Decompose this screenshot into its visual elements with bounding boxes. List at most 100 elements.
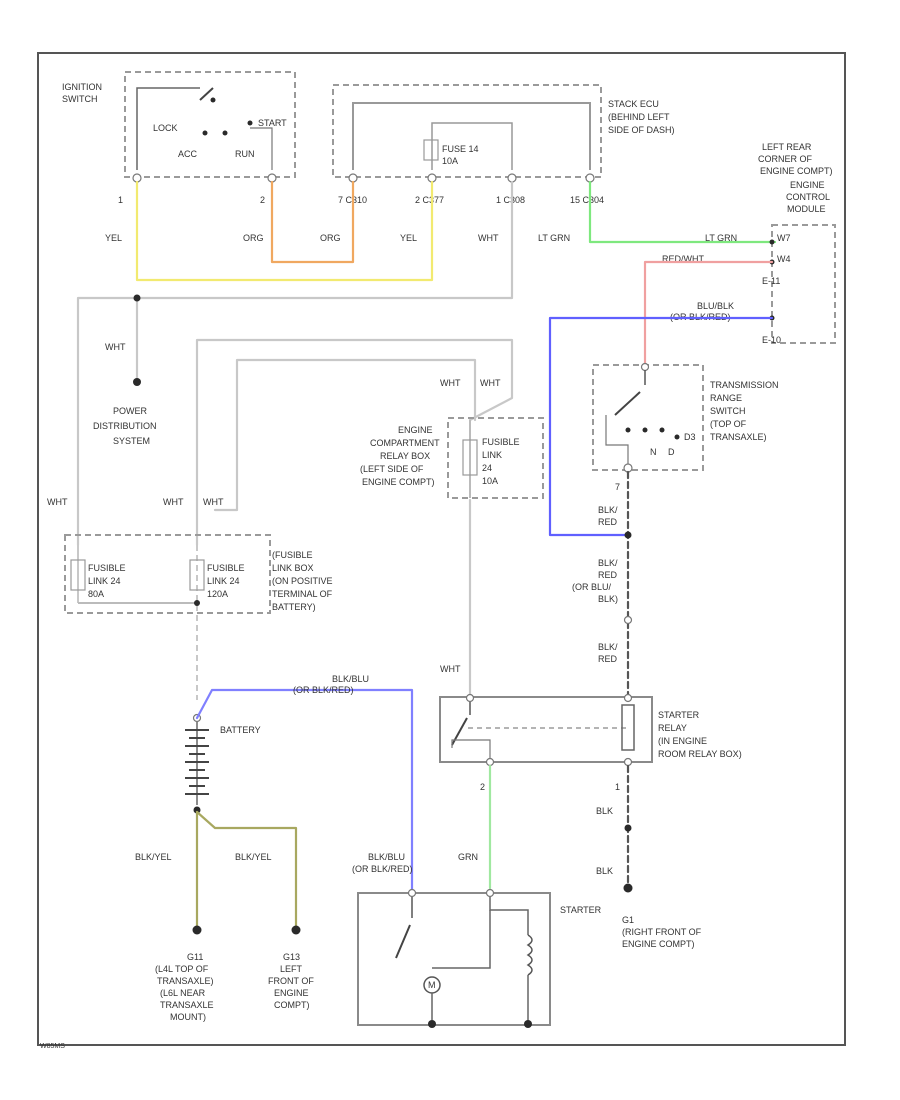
wire-blkyel-label-2: BLK/YEL [235, 852, 272, 862]
ecrb-label-2: COMPARTMENT [370, 438, 440, 448]
wire-wht-top [76, 180, 514, 547]
tr-label-3: SWITCH [710, 406, 746, 416]
tr-label-4: (TOP OF [710, 419, 747, 429]
ecm-label-3: ENGINE COMPT) [760, 166, 833, 176]
ignition-lock: LOCK [153, 123, 178, 133]
ignition-title-1: IGNITION [62, 82, 102, 92]
wire-blkblu-1: BLK/BLU [332, 674, 369, 684]
g11-label-5: TRANSAXLE [160, 1000, 214, 1010]
wire-blkred-3b: RED [598, 654, 618, 664]
fuse14-label-1: FUSE 14 [442, 144, 479, 154]
wire-wht-b [213, 358, 477, 512]
ignition-title-2: SWITCH [62, 94, 98, 104]
ecrb-fl-4: 10A [482, 476, 498, 486]
tr-d: D [668, 447, 675, 457]
flb-label-3: (ON POSITIVE [272, 576, 333, 586]
g13-label-1: G13 [283, 952, 300, 962]
ecrb-label-1: ENGINE [398, 425, 433, 435]
ecm-w1: LT GRN [705, 233, 737, 243]
wire-org-label-2: ORG [320, 233, 341, 243]
ignition-start: START [258, 118, 287, 128]
flb-a1: FUSIBLE [88, 563, 126, 573]
ecrb-fl-1: FUSIBLE [482, 437, 520, 447]
stack-label-1: STACK ECU [608, 99, 659, 109]
tr-n: N [650, 447, 657, 457]
ecm-label-2: CORNER OF [758, 154, 813, 164]
ignition-run: RUN [235, 149, 255, 159]
starter: M STARTER [357, 888, 602, 1028]
wire-wht-pd-label: WHT [105, 342, 126, 352]
ignition-pin-1: 1 [118, 195, 123, 205]
starter-label: STARTER [560, 905, 602, 915]
wire-yel-label-2: YEL [400, 233, 417, 243]
ecm-e11: E-11 [762, 276, 780, 286]
wire-blublk [548, 316, 774, 537]
ecm-label-5: CONTROL [786, 192, 830, 202]
wire-grn-label: GRN [458, 852, 478, 862]
engine-control-module: LEFT REAR CORNER OF ENGINE COMPT) ENGINE… [662, 142, 836, 345]
pin-c308: 1 C308 [496, 195, 525, 205]
g1-label-1: G1 [622, 915, 634, 925]
g13-label-3: FRONT OF [268, 976, 314, 986]
relay-label-3: (IN ENGINE [658, 736, 707, 746]
pds-label-2: DISTRIBUTION [93, 421, 157, 431]
wire-blkyel-2 [195, 810, 298, 930]
pds-label-3: SYSTEM [113, 436, 150, 446]
wire-ltgrn [588, 180, 777, 244]
wire-blkred-2b: RED [598, 570, 618, 580]
g13-label-4: ENGINE [274, 988, 309, 998]
relay-label-2: RELAY [658, 723, 687, 733]
wire-pin-1b: 1 [615, 782, 620, 792]
wire-blkred-2: BLK/ [598, 558, 618, 568]
wire-blkyel-label-1: BLK/YEL [135, 852, 172, 862]
wire-yel [135, 180, 434, 282]
wire-blkblu-1b: (OR BLK/RED) [293, 685, 354, 695]
ecrb-label-5: ENGINE COMPT) [362, 477, 435, 487]
wire-blkblu-2: BLK/BLU [368, 852, 405, 862]
fuse14-label-2: 10A [442, 156, 458, 166]
wire-blkred-3: BLK/ [598, 642, 618, 652]
g11-label-4: (L6L NEAR [160, 988, 206, 998]
tr-label-2: RANGE [710, 393, 742, 403]
g1-label-3: ENGINE COMPT) [622, 939, 695, 949]
stack-ecu: STACK ECU (BEHIND LEFT SIDE OF DASH) FUS… [332, 84, 675, 205]
flb-b2: LINK 24 [207, 576, 240, 586]
ecm-w2: RED/WHT [662, 254, 704, 264]
flb-label-4: TERMINAL OF [272, 589, 333, 599]
wire-wht-left: WHT [47, 497, 68, 507]
tr-d3: D3 [684, 432, 696, 442]
battery-label: BATTERY [220, 725, 261, 735]
wire-org-label-1: ORG [243, 233, 264, 243]
diagram-code: W85MS [40, 1043, 65, 1050]
ecm-w1p: W7 [777, 233, 791, 243]
engine-compartment-relay-box: ENGINE COMPARTMENT RELAY BOX (LEFT SIDE … [360, 417, 544, 499]
pds-label-1: POWER [113, 406, 148, 416]
starter-motor: M [428, 980, 436, 990]
wire-wht-c: WHT [440, 378, 461, 388]
wire-wht-label-1: WHT [478, 233, 499, 243]
ecrb-fl-3: 24 [482, 463, 492, 473]
transmission-range-switch: N D D3 TRANSMISSION RANGE SWITCH (TOP OF… [592, 362, 779, 473]
ecrb-fl-2: LINK [482, 450, 502, 460]
battery: BATTERY [185, 713, 261, 814]
wire-wht-relay-label: WHT [440, 664, 461, 674]
g11-label-3: TRANSAXLE) [157, 976, 214, 986]
g1-label-2: (RIGHT FRONT OF [622, 927, 702, 937]
flb-a3: 80A [88, 589, 104, 599]
relay-label-4: ROOM RELAY BOX) [658, 749, 742, 759]
ignition-acc: ACC [178, 149, 198, 159]
wire-blkred-1b: RED [598, 517, 618, 527]
fusible-link-box: FUSIBLE LINK 24 80A FUSIBLE LINK 24 120A… [64, 534, 333, 700]
g11-label-2: (L4L TOP OF [155, 964, 209, 974]
relay-label-1: STARTER [658, 710, 700, 720]
pin-c304: 15 C304 [570, 195, 604, 205]
flb-label-2: LINK BOX [272, 563, 314, 573]
flb-b3: 120A [207, 589, 228, 599]
wire-blkred-2d: BLK) [598, 594, 618, 604]
ecm-e10: E-10 [762, 335, 781, 345]
wire-pin-2b: 2 [480, 782, 485, 792]
g11-label-1: G11 [187, 952, 203, 962]
ignition-switch: IGNITION SWITCH LOCK START ACC RUN 1 2 [62, 71, 296, 205]
wire-blkred-2c: (OR BLU/ [572, 582, 612, 592]
